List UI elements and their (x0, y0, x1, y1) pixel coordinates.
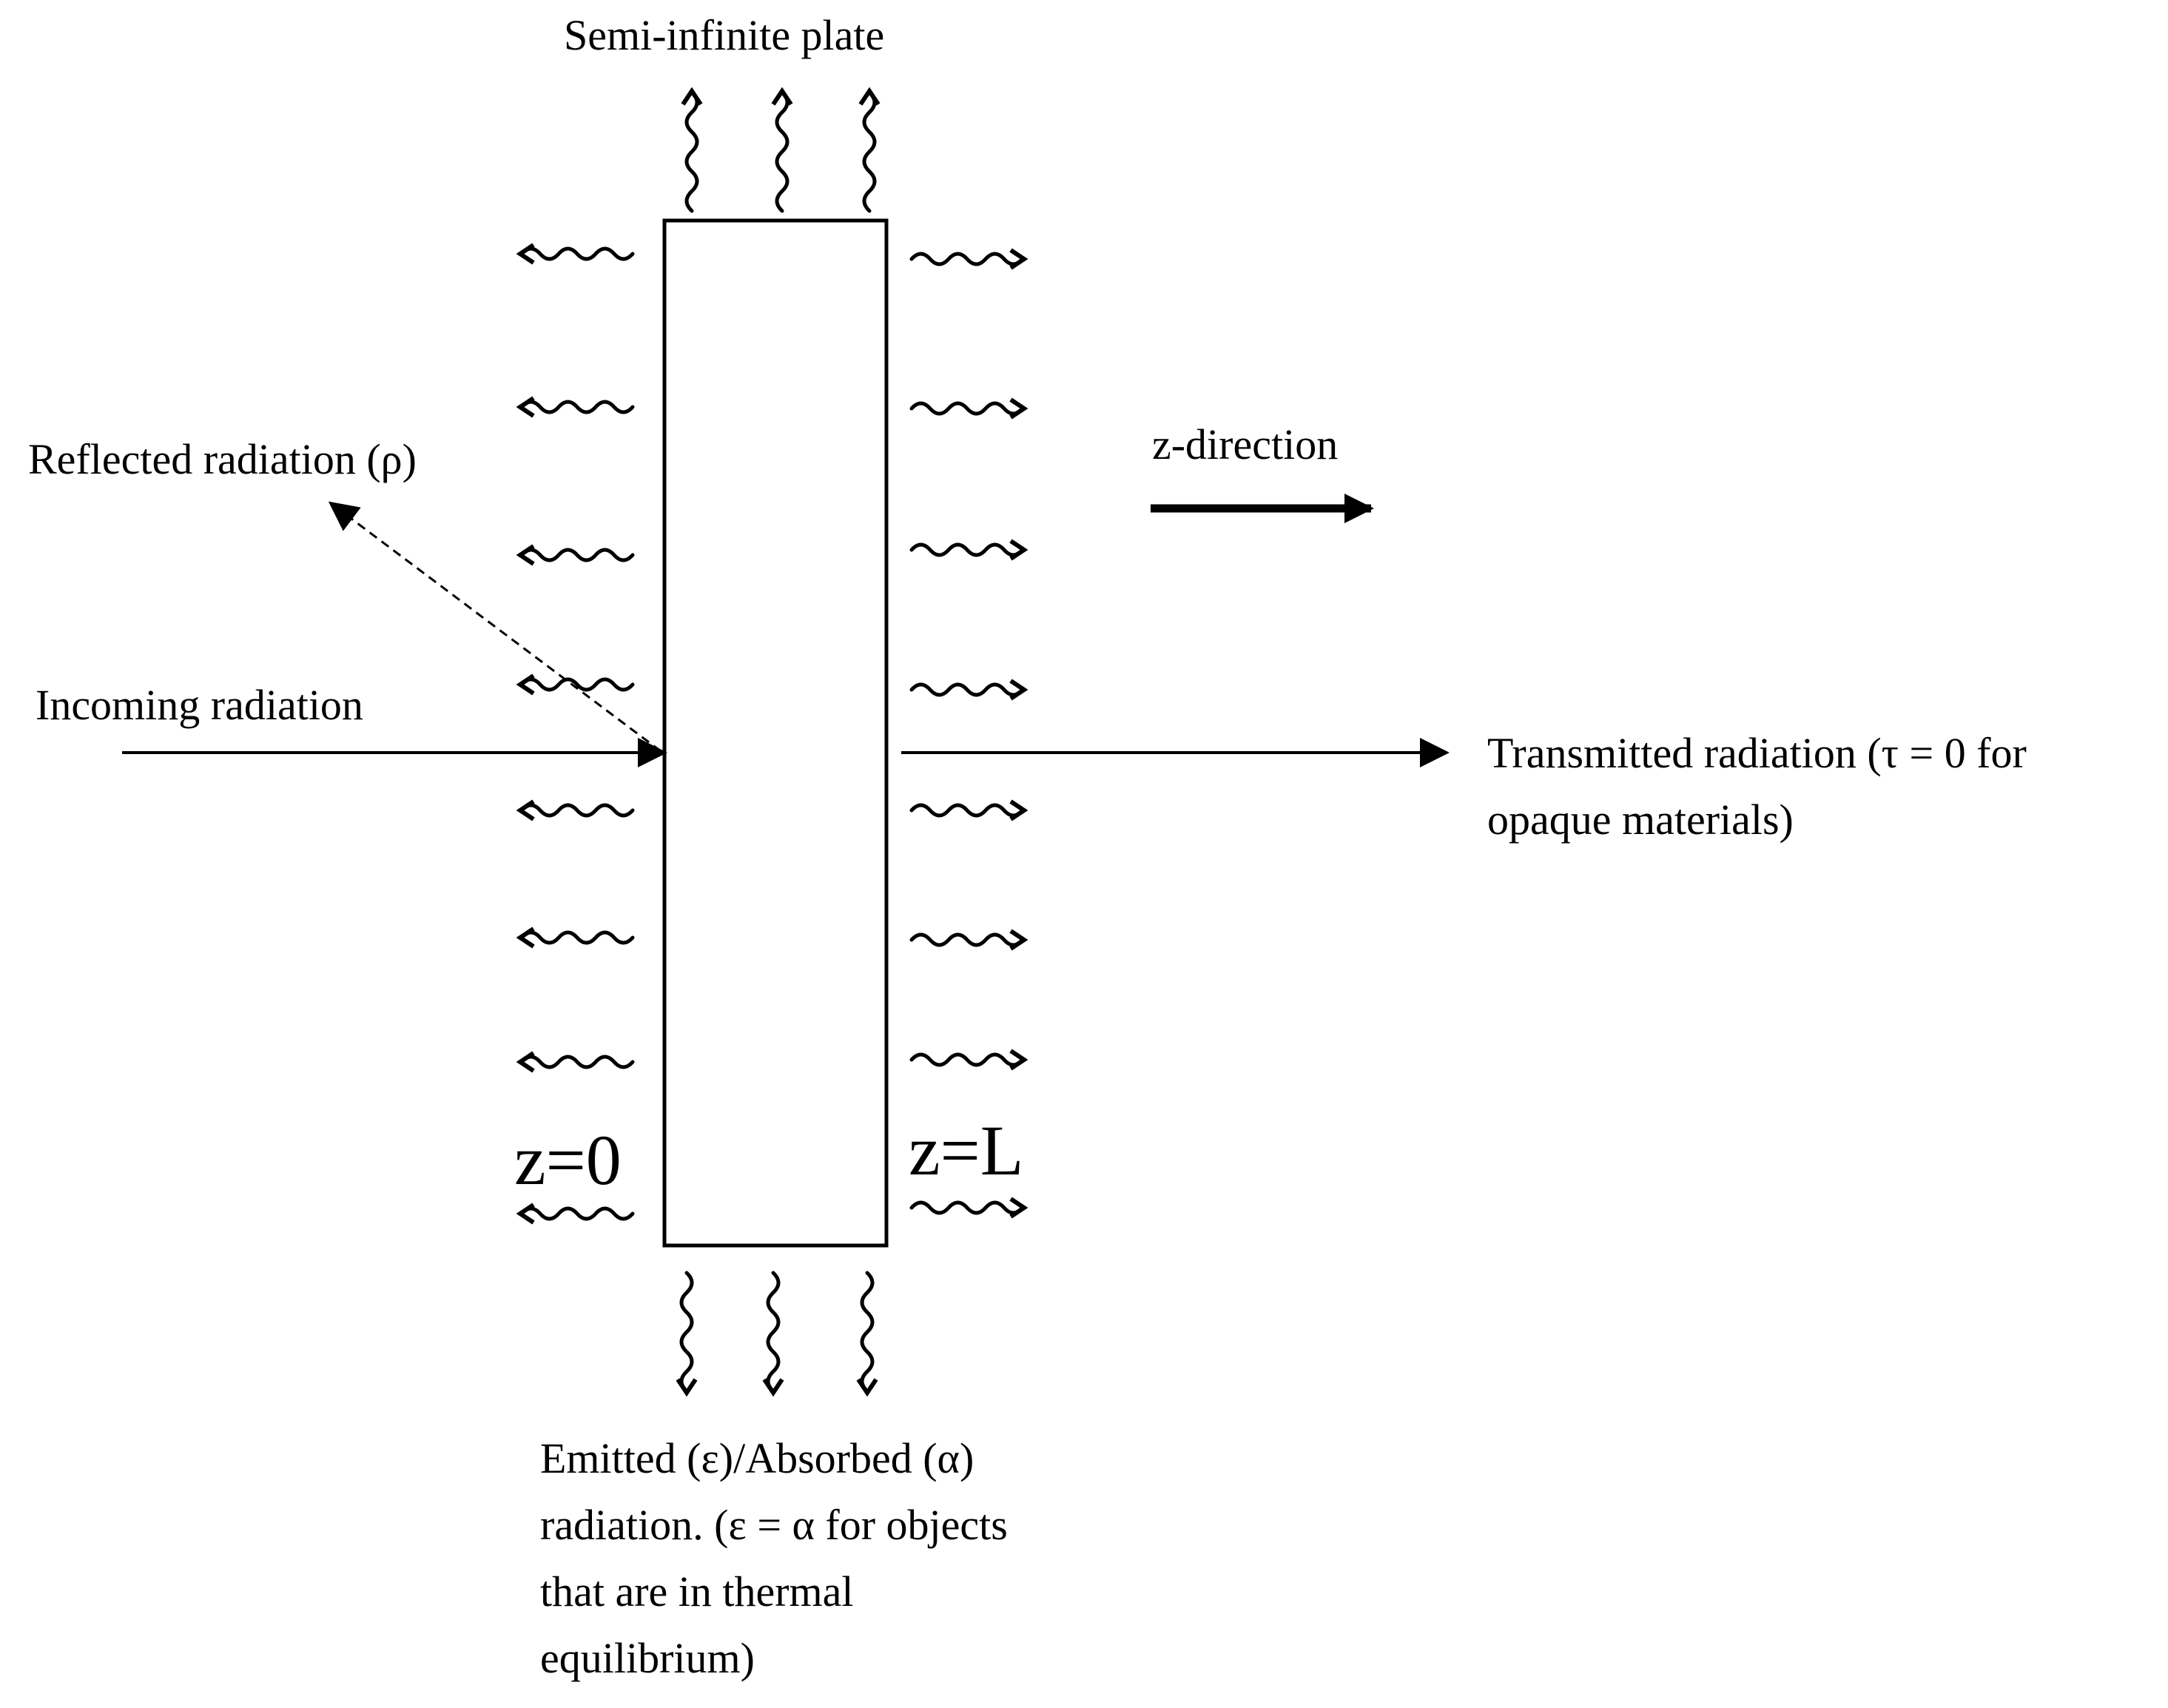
wave-arrow-bottom-1 (676, 1271, 698, 1397)
emitted-absorbed-label-line1: Emitted (ε)/Absorbed (α) (540, 1434, 974, 1482)
reflected-radiation-arrow (328, 501, 661, 753)
plate-title: Semi-infinite plate (564, 11, 884, 59)
wave-arrow-right-5 (909, 799, 1029, 821)
emitted-absorbed-label-line4: equilibrium) (540, 1634, 755, 1682)
transmitted-radiation-label-line2: opaque materials) (1487, 796, 1794, 844)
z-zero-label: z=0 (514, 1120, 622, 1200)
emission-wave-arrows (516, 87, 1029, 1397)
wave-arrow-right-8 (909, 1197, 1029, 1219)
wave-arrow-left-5 (516, 799, 635, 821)
transmitted-radiation-label-line1: Transmitted radiation (τ = 0 for (1487, 729, 2027, 777)
wave-arrow-left-1 (516, 243, 635, 265)
z-length-label: z=L (909, 1111, 1023, 1190)
emitted-absorbed-label-line3: that are in thermal (540, 1567, 854, 1615)
wave-arrow-left-7 (516, 1051, 635, 1073)
wave-arrow-left-2 (516, 396, 635, 418)
wave-arrow-left-3 (516, 544, 635, 566)
z-direction-label: z-direction (1152, 420, 1338, 468)
wave-arrow-right-4 (909, 679, 1029, 701)
emitted-absorbed-label-line2: radiation. (ε = α for objects (540, 1501, 1008, 1549)
wave-arrow-top-1 (681, 87, 703, 213)
wave-arrow-right-1 (909, 248, 1029, 270)
wave-arrow-left-8 (516, 1203, 635, 1225)
wave-arrow-top-2 (771, 87, 793, 213)
plate-rectangle (662, 218, 889, 1248)
reflected-radiation-label: Reflected radiation (ρ) (28, 435, 417, 483)
wave-arrow-bottom-3 (856, 1271, 878, 1397)
wave-arrow-left-6 (516, 927, 635, 949)
wave-arrow-right-2 (909, 397, 1029, 420)
wave-arrow-right-7 (909, 1049, 1029, 1071)
wave-arrow-right-3 (909, 539, 1029, 561)
wave-arrow-right-6 (909, 929, 1029, 951)
wave-arrow-left-4 (516, 673, 635, 696)
wave-arrow-bottom-2 (762, 1271, 784, 1397)
wave-arrow-top-3 (858, 87, 881, 213)
incoming-radiation-label: Incoming radiation (36, 681, 363, 729)
